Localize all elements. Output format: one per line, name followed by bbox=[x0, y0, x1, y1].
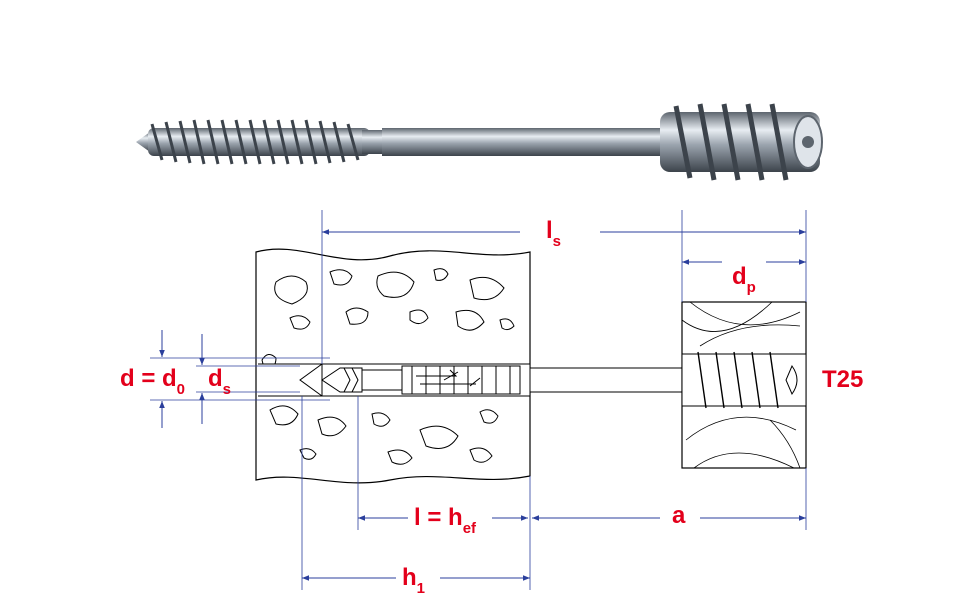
screw-shaft bbox=[529, 367, 683, 393]
label-ds: ds bbox=[208, 365, 231, 398]
label-l-hef: l = hef bbox=[414, 504, 477, 537]
label-dp: dp bbox=[732, 263, 756, 296]
screw-photo bbox=[136, 103, 823, 181]
dimension-lines bbox=[150, 210, 807, 590]
label-a: a bbox=[672, 502, 686, 529]
label-h1: h1 bbox=[402, 564, 425, 597]
label-d-d0: d = d0 bbox=[120, 365, 185, 398]
label-ls: ls bbox=[546, 217, 561, 250]
timber-fixture bbox=[681, 301, 807, 469]
concrete-base bbox=[255, 248, 531, 484]
label-t25: T25 bbox=[822, 366, 863, 393]
anchor-plug bbox=[321, 365, 521, 395]
